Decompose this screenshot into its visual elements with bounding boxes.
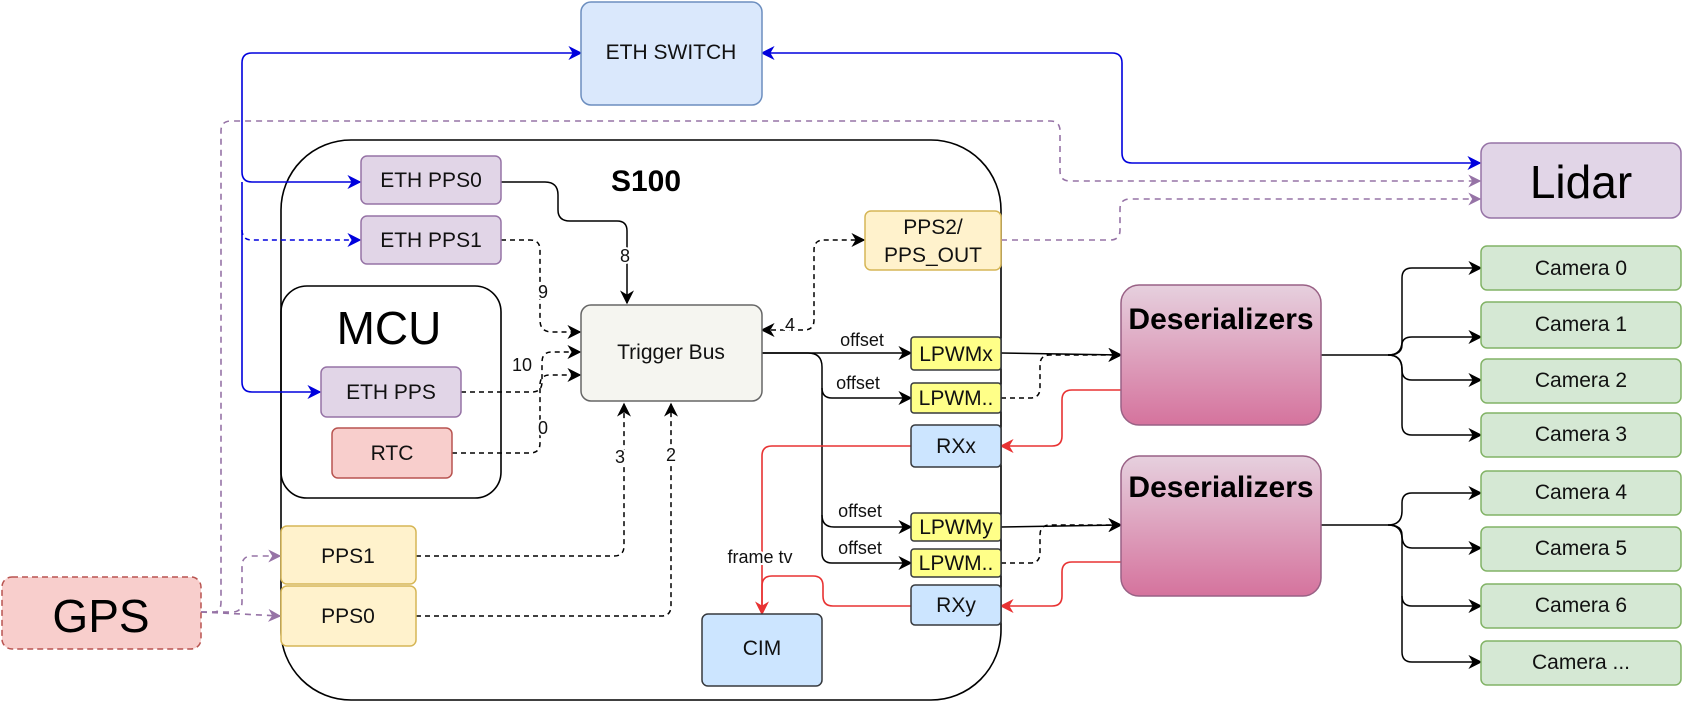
pps1-node: PPS1 [280, 525, 417, 585]
cim-label: CIM [743, 637, 782, 660]
eth-pps0-node: ETH PPS0 [360, 155, 502, 205]
frame-tv-label: frame tv [727, 547, 792, 567]
link-gps-to-pps1 [201, 549, 282, 613]
link-eth-pps0-to-trigger [501, 181, 634, 305]
camera-node: Camera 6 [1480, 583, 1682, 629]
offset-label-lpwm-x2: offset [836, 373, 880, 393]
deserializers-bottom-node: Deserializers [1120, 455, 1322, 597]
mcu-eth-pps-node: ETH PPS [320, 366, 462, 418]
lpwmy-node: LPWMy [910, 512, 1002, 542]
pps2-label-line1: PPS2/ [903, 216, 963, 239]
camera-label: Camera 5 [1535, 537, 1627, 560]
camera-fanout-bottom [1321, 486, 1483, 669]
deserializers-top-node: Deserializers [1120, 284, 1322, 426]
edge-number-8: 8 [620, 246, 630, 266]
deserializers-bottom-label: Deserializers [1128, 471, 1313, 504]
link-rxx-to-cim [755, 445, 911, 616]
camera-fanout-top [1321, 261, 1483, 442]
edge-number-3: 3 [615, 447, 625, 467]
rxx-label: RXx [936, 435, 976, 458]
rxy-node: RXy [910, 584, 1002, 626]
camera-node: Camera 5 [1480, 526, 1682, 572]
edge-number-2: 2 [666, 445, 676, 465]
link-switch-to-eth-pps1 [241, 229, 362, 247]
lpwmx-label: LPWMx [919, 343, 993, 366]
link-pps1-to-trigger [416, 402, 631, 557]
eth-switch-label: ETH SWITCH [606, 41, 737, 64]
pps2-out-node: PPS2/ PPS_OUT [864, 210, 1002, 271]
edge-number-10: 10 [512, 355, 532, 375]
link-gps-to-pps0 [200, 608, 282, 622]
link-eth-pps1-to-trigger [501, 239, 582, 339]
rtc-label: RTC [371, 442, 414, 465]
link-trigger-to-lpwm-y2 [821, 515, 913, 570]
pps0-node: PPS0 [280, 585, 417, 647]
camera-label: Camera 1 [1535, 313, 1627, 336]
mcu-label: MCU [337, 302, 442, 354]
trigger-bus-node: Trigger Bus [580, 304, 763, 402]
gps-label: GPS [52, 590, 149, 642]
offset-label-lpwm-y2: offset [838, 538, 882, 558]
camera-label: Camera ... [1532, 651, 1630, 674]
link-trigger-to-lpwm-x2 [762, 352, 913, 405]
link-rxy-to-cim [761, 575, 911, 614]
link-trigger-to-pps2 [760, 233, 866, 337]
rtc-node: RTC [331, 427, 453, 479]
camera-label: Camera 0 [1535, 257, 1627, 280]
lpwm-y2-node: LPWM.. [910, 548, 1002, 578]
camera-node: Camera 2 [1480, 358, 1682, 404]
pps1-label: PPS1 [321, 545, 375, 568]
offset-label-lpwmy: offset [838, 501, 882, 521]
link-pps0-to-trigger [416, 402, 678, 617]
offset-label-lpwmx: offset [840, 330, 884, 350]
link-deser-bottom-to-rxy [999, 561, 1121, 613]
eth-pps1-node: ETH PPS1 [360, 215, 502, 265]
edge-number-4: 4 [785, 315, 795, 335]
edge-number-9: 9 [538, 282, 548, 302]
mcu-eth-pps-label: ETH PPS [346, 381, 436, 404]
edge-number-0: 0 [538, 418, 548, 438]
gps-node: GPS [1, 576, 202, 650]
camera-label: Camera 6 [1535, 594, 1627, 617]
camera-node: Camera 3 [1480, 412, 1682, 458]
camera-label: Camera 4 [1535, 481, 1628, 504]
camera-node: Camera 1 [1480, 301, 1682, 349]
lpwmy-label: LPWMy [919, 516, 993, 539]
link-mcu-eth-pps-to-trigger [461, 345, 582, 393]
deserializers-top-label: Deserializers [1128, 303, 1313, 336]
eth-pps1-label: ETH PPS1 [380, 229, 482, 252]
camera-node: Camera 0 [1480, 245, 1682, 291]
link-switch-to-lidar [760, 46, 1482, 170]
link-lpwm-y2-to-deser-bottom [1001, 518, 1123, 564]
rxy-label: RXy [936, 594, 976, 617]
lpwmx-node: LPWMx [910, 336, 1002, 371]
trigger-bus-label: Trigger Bus [617, 341, 725, 364]
rxx-node: RXx [910, 424, 1002, 468]
link-switch-to-eth-pps0 [241, 46, 583, 189]
link-switch-to-mcu-eth-pps [241, 182, 322, 399]
lidar-label: Lidar [1530, 156, 1632, 208]
link-rtc-to-trigger [452, 368, 582, 454]
camera-node: Camera ... [1480, 640, 1682, 686]
link-lpwm-x2-to-deser-top [1001, 348, 1123, 399]
camera-label: Camera 2 [1535, 369, 1627, 392]
s100-label: S100 [611, 165, 681, 198]
lpwm-x2-node: LPWM.. [910, 382, 1002, 414]
camera-node: Camera 4 [1480, 470, 1682, 516]
pps0-label: PPS0 [321, 605, 375, 628]
eth-switch-node: ETH SWITCH [580, 1, 763, 106]
link-deser-top-to-rxx [999, 389, 1121, 453]
lidar-node: Lidar [1480, 142, 1682, 219]
cim-node: CIM [701, 613, 823, 687]
link-pps2-to-lidar [1001, 192, 1482, 241]
pps2-label-line2: PPS_OUT [884, 244, 982, 267]
eth-pps0-label: ETH PPS0 [380, 169, 482, 192]
lpwm-x2-label: LPWM.. [919, 387, 994, 410]
camera-label: Camera 3 [1535, 423, 1627, 446]
lpwm-y2-label: LPWM.. [919, 552, 994, 575]
